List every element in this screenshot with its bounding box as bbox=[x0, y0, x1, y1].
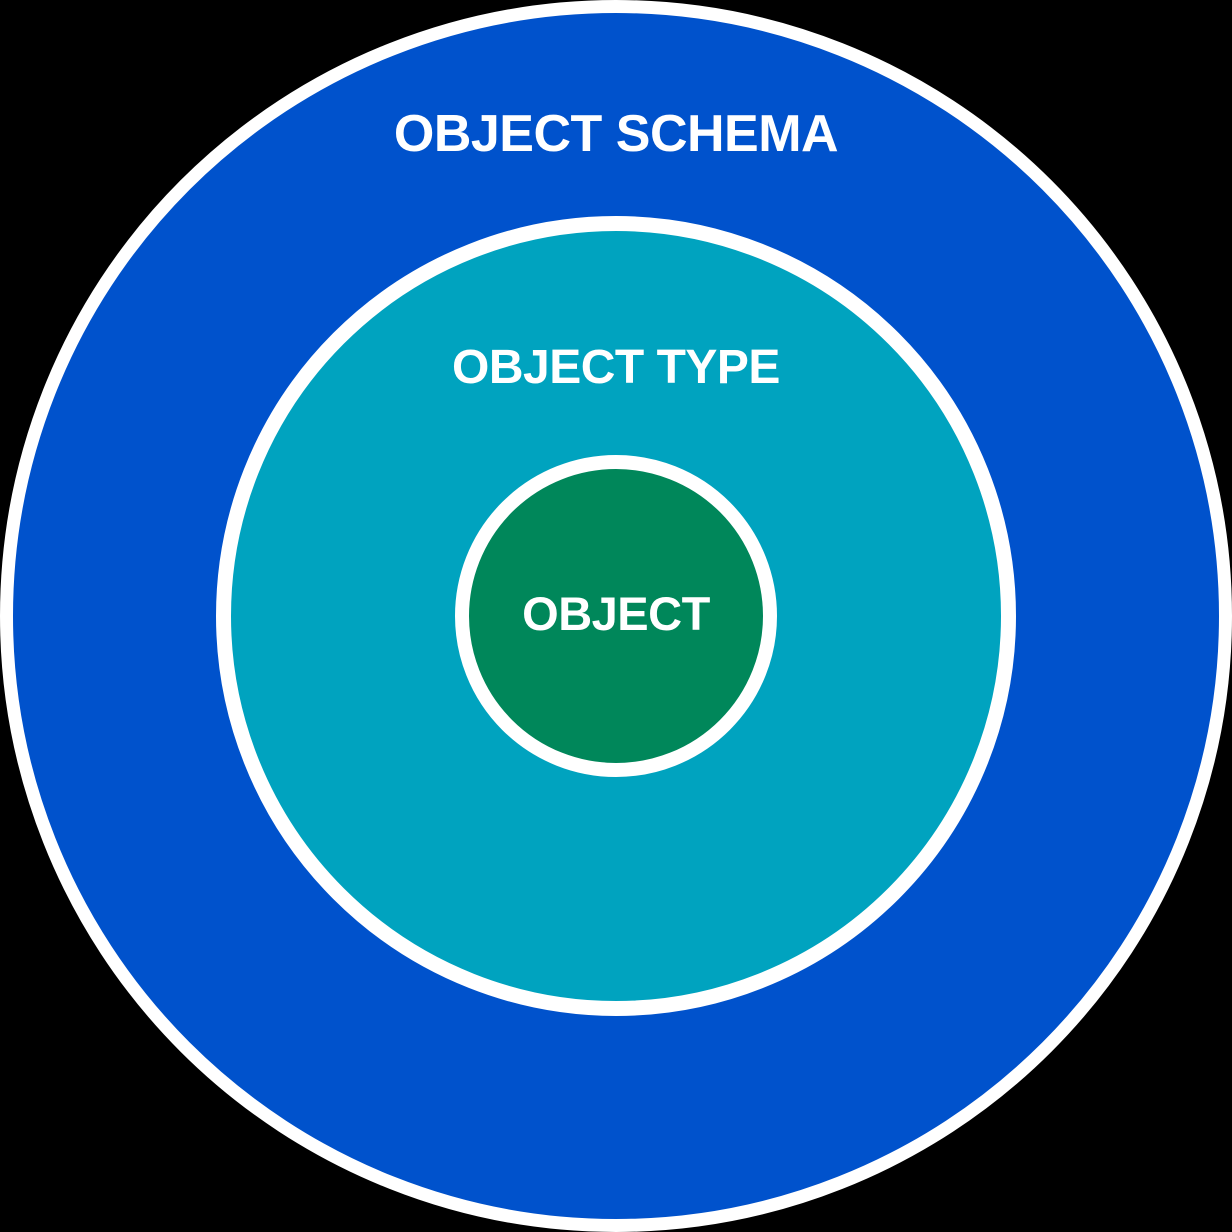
object-type-label: OBJECT TYPE bbox=[452, 341, 780, 394]
object-schema-label: OBJECT SCHEMA bbox=[393, 105, 839, 163]
object-label: OBJECT bbox=[522, 587, 710, 640]
